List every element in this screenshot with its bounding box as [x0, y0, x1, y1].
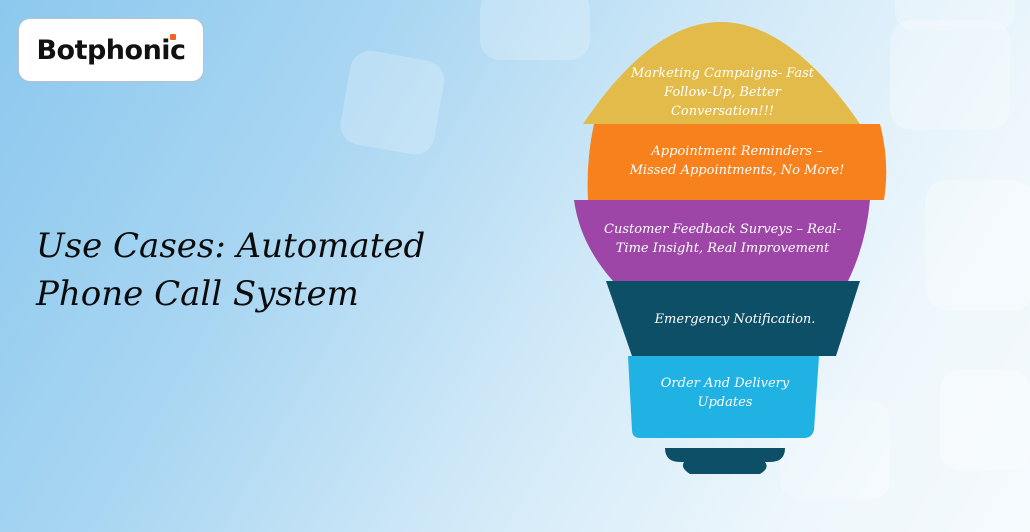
page-title-line-2: Phone Call System — [36, 274, 359, 314]
bulb-base-cap — [665, 448, 785, 474]
bulb-segment-marketing — [583, 22, 860, 124]
brand-logo[interactable]: Botphonic — [18, 18, 204, 82]
segment-label-emergency: Emergency Notification. — [654, 311, 816, 327]
segment-label-appointments: Appointment Reminders –Missed Appointmen… — [629, 144, 845, 178]
page-title: Use Cases: Automated Phone Call System — [36, 222, 456, 318]
bulb-segment-emergency — [606, 281, 860, 356]
bulb-segment-feedback — [574, 200, 870, 281]
brand-name: Botphonic — [36, 33, 186, 66]
bulb-segment-appointments — [587, 124, 887, 200]
segment-label-feedback: Customer Feedback Surveys – Real-Time In… — [604, 222, 841, 256]
page-title-line-1: Use Cases: Automated — [36, 226, 426, 266]
bulb-segment-delivery — [628, 356, 819, 438]
